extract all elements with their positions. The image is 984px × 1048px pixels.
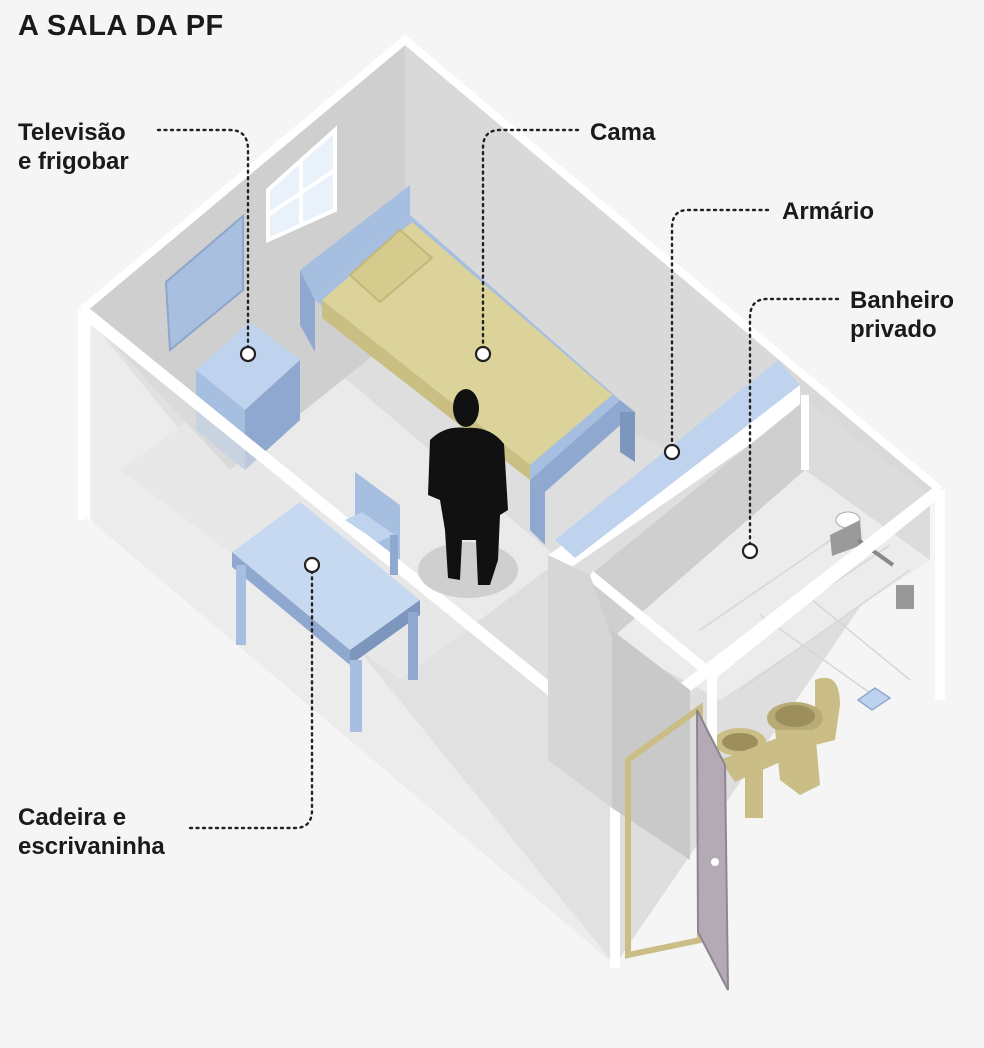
sink xyxy=(714,728,785,818)
partition-column xyxy=(548,555,612,808)
marker-banheiro xyxy=(741,542,759,560)
window xyxy=(266,125,337,244)
leader-tv xyxy=(156,128,250,354)
marker-cama xyxy=(474,345,492,363)
label-escrivaninha: Cadeira e escrivaninha xyxy=(18,803,165,861)
door xyxy=(696,709,729,991)
label-tv-frigobar: Televisão e frigobar xyxy=(18,118,129,176)
label-armario: Armário xyxy=(782,197,874,226)
label-escrivaninha-line2: escrivaninha xyxy=(18,833,165,860)
tv-panel xyxy=(164,213,244,353)
leader-banheiro xyxy=(748,297,840,552)
wardrobe xyxy=(555,360,800,558)
chair xyxy=(345,472,400,575)
label-banheiro-line2: privado xyxy=(850,316,937,343)
leader-armario xyxy=(670,208,770,452)
label-tv-line2: e frigobar xyxy=(18,148,129,175)
label-cama: Cama xyxy=(590,118,655,147)
drain xyxy=(856,687,892,711)
bathroom-partition-right xyxy=(708,491,939,679)
label-tv-line1: Televisão xyxy=(18,119,126,146)
person-silhouette xyxy=(418,389,518,598)
bed xyxy=(300,185,635,545)
desk xyxy=(232,502,420,732)
bathroom-partition-top xyxy=(586,571,716,679)
leader-cama xyxy=(481,128,580,354)
marker-tv xyxy=(239,345,257,363)
label-escrivaninha-line1: Cadeira e xyxy=(18,804,127,831)
label-banheiro-line1: Banheiro xyxy=(850,287,955,314)
toilet xyxy=(767,677,840,795)
label-armario-line1: Armário xyxy=(782,198,875,225)
wall-edge-back xyxy=(79,34,943,494)
label-cama-line1: Cama xyxy=(590,119,656,146)
door-handle xyxy=(711,858,719,866)
door-frame xyxy=(625,702,703,959)
bathroom-back-wall xyxy=(590,400,805,640)
label-banheiro: Banheiro privado xyxy=(850,286,954,344)
marker-armario xyxy=(663,443,681,461)
leader-escrivaninha xyxy=(188,563,314,830)
page-title: A SALA DA PF xyxy=(18,10,224,42)
shower xyxy=(830,511,914,609)
marker-escrivaninha xyxy=(303,556,321,574)
